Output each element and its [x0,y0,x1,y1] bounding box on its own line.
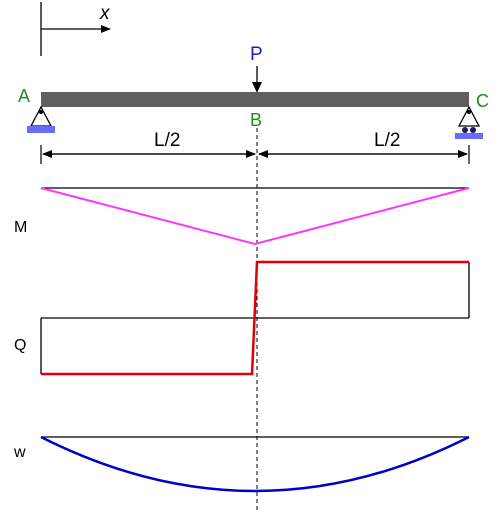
shear-label: Q [14,337,26,354]
moment-diagram: M [14,187,470,246]
span-label-right: L/2 [374,130,400,151]
point-label-b: B [250,110,262,130]
span-dimensions: L/2 L/2 [40,130,470,164]
deflection-diagram: w [13,435,470,493]
load-arrow: P [250,44,263,93]
x-axis-label: x [99,3,111,24]
moment-label: M [14,219,27,236]
deflection-label: w [13,444,26,461]
span-label-left: L/2 [154,130,180,151]
pin-support-left [27,105,55,133]
x-axis-indicator: x [40,2,111,56]
point-label-c: C [476,91,489,111]
load-label: P [250,44,263,65]
shear-diagram: Q [14,260,470,376]
beam [41,92,469,107]
point-label-a: A [18,86,30,106]
roller-support-right [455,105,483,139]
